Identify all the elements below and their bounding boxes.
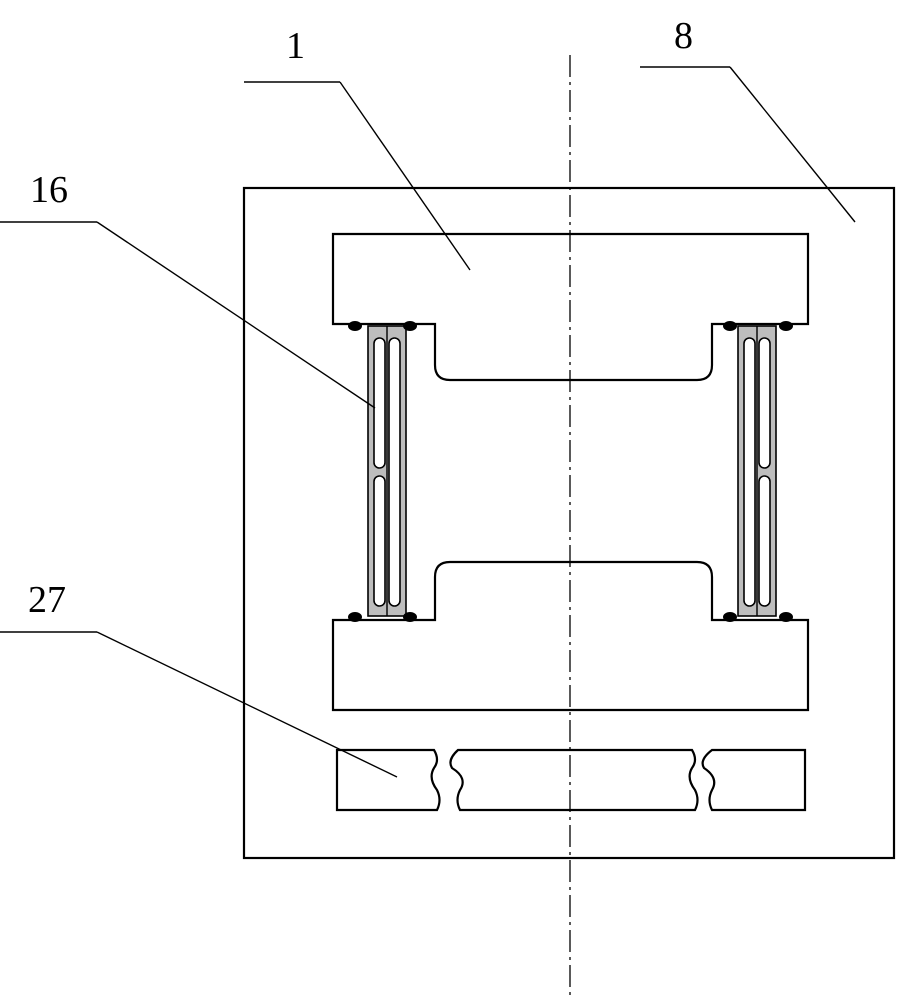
leader-lines	[0, 67, 855, 777]
base-bar-part-27	[337, 750, 805, 810]
label-part-1: 1	[286, 25, 305, 67]
label-part-16: 16	[30, 169, 68, 211]
right-flexure-post	[723, 321, 793, 622]
label-part-8: 8	[674, 15, 693, 57]
outer-frame-part-8	[244, 188, 894, 858]
label-part-27: 27	[28, 579, 66, 621]
left-flexure-post-part-16	[348, 321, 417, 622]
